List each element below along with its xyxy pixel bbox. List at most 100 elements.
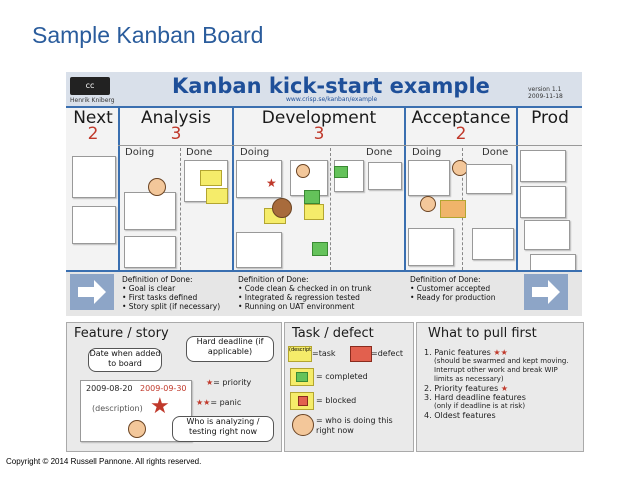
flow-arrow-icon — [70, 274, 114, 310]
panic-label: = panic — [210, 398, 242, 407]
version-text: version 1.1 — [528, 86, 562, 93]
task-sticky-completed — [334, 166, 348, 178]
dod-title: Definition of Done: — [410, 275, 481, 284]
column-name: Development — [261, 108, 377, 128]
pull-item-text: Oldest features — [434, 411, 496, 420]
analysis-doing-header: Doing — [125, 147, 155, 158]
pull-item-number: 2. — [424, 384, 432, 393]
wip-limit: 2 — [455, 124, 467, 144]
pull-item-note: (should be swarmed and kept moving. Inte… — [434, 357, 569, 383]
development-doing-header: Doing — [240, 147, 270, 158]
task-sticky — [304, 204, 324, 220]
column-divider — [404, 108, 406, 314]
board-url[interactable]: www.crisp.se/kanban/example — [286, 96, 378, 103]
who-doing-label: = who is doing this right now — [316, 416, 393, 435]
board-title: Kanban kick-start example — [172, 74, 490, 98]
priority-star-icon: ★ — [150, 394, 170, 419]
person-avatar-icon — [296, 164, 310, 178]
feature-card — [466, 164, 512, 194]
who-is-analyzing-bubble: Who is analyzing / testing right now — [172, 416, 274, 442]
person-avatar-icon — [292, 414, 314, 436]
slide-title: Sample Kanban Board — [32, 22, 264, 48]
column-divider — [516, 108, 518, 314]
card-description: (description) — [92, 404, 143, 413]
pull-item-number: 1. — [424, 348, 432, 357]
flow-arrow-icon — [524, 274, 568, 310]
definition-of-done-row — [66, 270, 582, 316]
feature-card — [520, 186, 566, 218]
column-name: Analysis — [140, 108, 212, 128]
completed-marker — [296, 372, 308, 382]
feature-card — [124, 192, 176, 230]
task-label: =task — [312, 349, 336, 358]
dod-title: Definition of Done: — [122, 275, 193, 284]
feature-card — [334, 160, 364, 192]
column-name: Next — [73, 108, 113, 128]
blocked-marker — [298, 396, 308, 406]
pull-list: 1. Panic features ★★ (should be swarmed … — [424, 348, 578, 420]
doing-done-divider — [180, 148, 181, 270]
person-avatar-icon — [148, 178, 166, 196]
feature-card — [236, 232, 282, 268]
defect-label: =defect — [371, 349, 403, 358]
board-version: version 1.1 2009-11-18 — [528, 86, 563, 100]
task-sticky — [206, 188, 228, 204]
pull-item-text: Hard deadline features — [434, 393, 526, 402]
column-name: Prod — [531, 108, 569, 128]
pull-item-text: Panic features — [434, 348, 491, 357]
wip-limit: 3 — [170, 124, 182, 144]
completed-label: = completed — [316, 372, 368, 381]
arrow-right-icon — [532, 280, 560, 304]
person-avatar-icon — [128, 420, 146, 438]
person-avatar-icon — [272, 198, 292, 218]
deadline-value: 2009-09-30 — [140, 384, 187, 393]
wip-limit: 2 — [87, 124, 99, 144]
pull-item: 1. Panic features ★★ — [424, 348, 578, 357]
board-header — [66, 72, 582, 108]
version-date: 2009-11-18 — [528, 93, 563, 100]
blocked-label: = blocked — [316, 396, 357, 405]
feature-card — [524, 220, 570, 250]
pull-item-text: Priority features — [434, 384, 499, 393]
dod-item: • Running on UAT environment — [238, 302, 355, 311]
feature-card — [72, 156, 116, 198]
copyright-notice: Copyright © 2014 Russell Pannone. All ri… — [6, 457, 202, 466]
analysis-done-header: Done — [186, 147, 213, 158]
feature-card — [408, 228, 454, 266]
dod-title: Definition of Done: — [238, 275, 309, 284]
task-sticky-completed — [312, 242, 328, 256]
development-done-header: Done — [366, 147, 393, 158]
pull-item: 4. Oldest features — [424, 411, 578, 420]
acceptance-done-header: Done — [482, 147, 509, 158]
column-acceptance: Acceptance 2 — [406, 108, 516, 144]
task-sticky-example: (description) — [288, 346, 312, 362]
feature-card — [408, 160, 450, 196]
pull-legend-panel — [416, 322, 584, 452]
defect-sticky-example — [350, 346, 372, 362]
feature-card — [72, 206, 116, 244]
feature-card — [472, 228, 514, 260]
acceptance-definition-of-done: Definition of Done: • Customer accepted … — [410, 275, 514, 302]
doing-done-divider — [330, 148, 331, 270]
dod-item: • Ready for production — [410, 293, 496, 302]
double-star-icon: ★★ — [196, 398, 211, 407]
dod-item: • Goal is clear — [122, 284, 176, 293]
pull-legend-title: What to pull first — [428, 326, 537, 341]
pull-item-number: 3. — [424, 393, 432, 402]
board-author: Henrik Kniberg — [70, 97, 115, 104]
task-sticky — [440, 200, 466, 218]
column-divider — [118, 108, 120, 314]
star-icon: ★ — [206, 378, 214, 387]
column-prod: Prod — [518, 108, 582, 128]
pull-item: 3. Hard deadline features — [424, 393, 578, 402]
feature-card — [368, 162, 402, 190]
star-icon: ★ — [500, 384, 508, 393]
dod-item: • Integrated & regression tested — [238, 293, 360, 302]
acceptance-doing-header: Doing — [412, 147, 442, 158]
dod-item: • Story split (if necessary) — [122, 302, 221, 311]
feature-card — [236, 160, 282, 198]
feature-card — [520, 150, 566, 182]
hard-deadline-bubble: Hard deadline (if applicable) — [186, 336, 274, 362]
column-analysis: Analysis 3 — [120, 108, 232, 144]
double-star-icon: ★★ — [493, 348, 508, 357]
